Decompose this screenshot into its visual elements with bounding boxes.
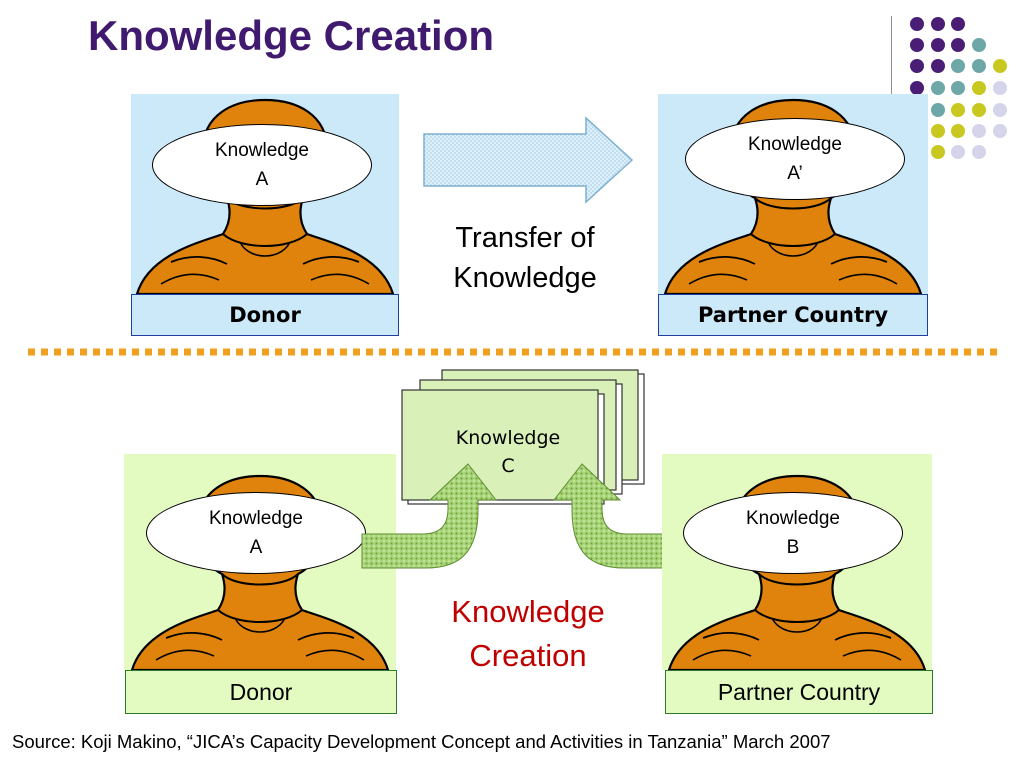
transfer-of-knowledge-text: Transfer of Knowledge — [430, 218, 620, 298]
bubble-line-1: Knowledge — [747, 134, 843, 155]
bottom-partner-knowledge-bubble: Knowledge B — [683, 492, 903, 574]
bubble-line-2: A — [255, 169, 269, 190]
bottom-partner-label: Partner Country — [665, 670, 933, 714]
bubble-line-2: A — [249, 537, 263, 558]
knowledge-creation-text: Knowledge Creation — [418, 590, 638, 678]
doc-label-line-1: Knowledge — [455, 427, 561, 449]
source-citation: Source: Koji Makino, “JICA’s Capacity De… — [12, 731, 831, 752]
top-partner-knowledge-bubble: Knowledge A’ — [685, 118, 905, 200]
bubble-line-1: Knowledge — [214, 140, 310, 161]
knowledge-c-label: Knowledge C — [408, 424, 608, 480]
transfer-text-line-2: Knowledge — [453, 262, 597, 294]
transfer-text-line-1: Transfer of — [455, 222, 595, 254]
creation-text-line-2: Creation — [469, 638, 587, 673]
section-divider — [28, 348, 998, 356]
top-donor-knowledge-bubble: Knowledge A — [152, 124, 372, 206]
bubble-line-2: A’ — [787, 163, 803, 184]
bottom-donor-label: Donor — [125, 670, 397, 714]
curved-arrow-right — [552, 463, 689, 569]
curved-arrow-left — [361, 463, 498, 569]
bottom-donor-knowledge-bubble: Knowledge A — [146, 492, 366, 574]
creation-text-line-1: Knowledge — [451, 594, 605, 629]
top-partner-label: Partner Country — [658, 294, 928, 336]
doc-label-line-2: C — [501, 455, 515, 477]
slide-title: Knowledge Creation — [88, 12, 495, 59]
bubble-line-1: Knowledge — [208, 508, 304, 529]
top-donor-label: Donor — [131, 294, 399, 336]
bubble-line-1: Knowledge — [745, 508, 841, 529]
transfer-arrow — [423, 116, 634, 204]
bubble-line-2: B — [786, 537, 800, 558]
knowledge-c-document-stack — [401, 369, 645, 505]
title-divider-line — [891, 16, 892, 100]
